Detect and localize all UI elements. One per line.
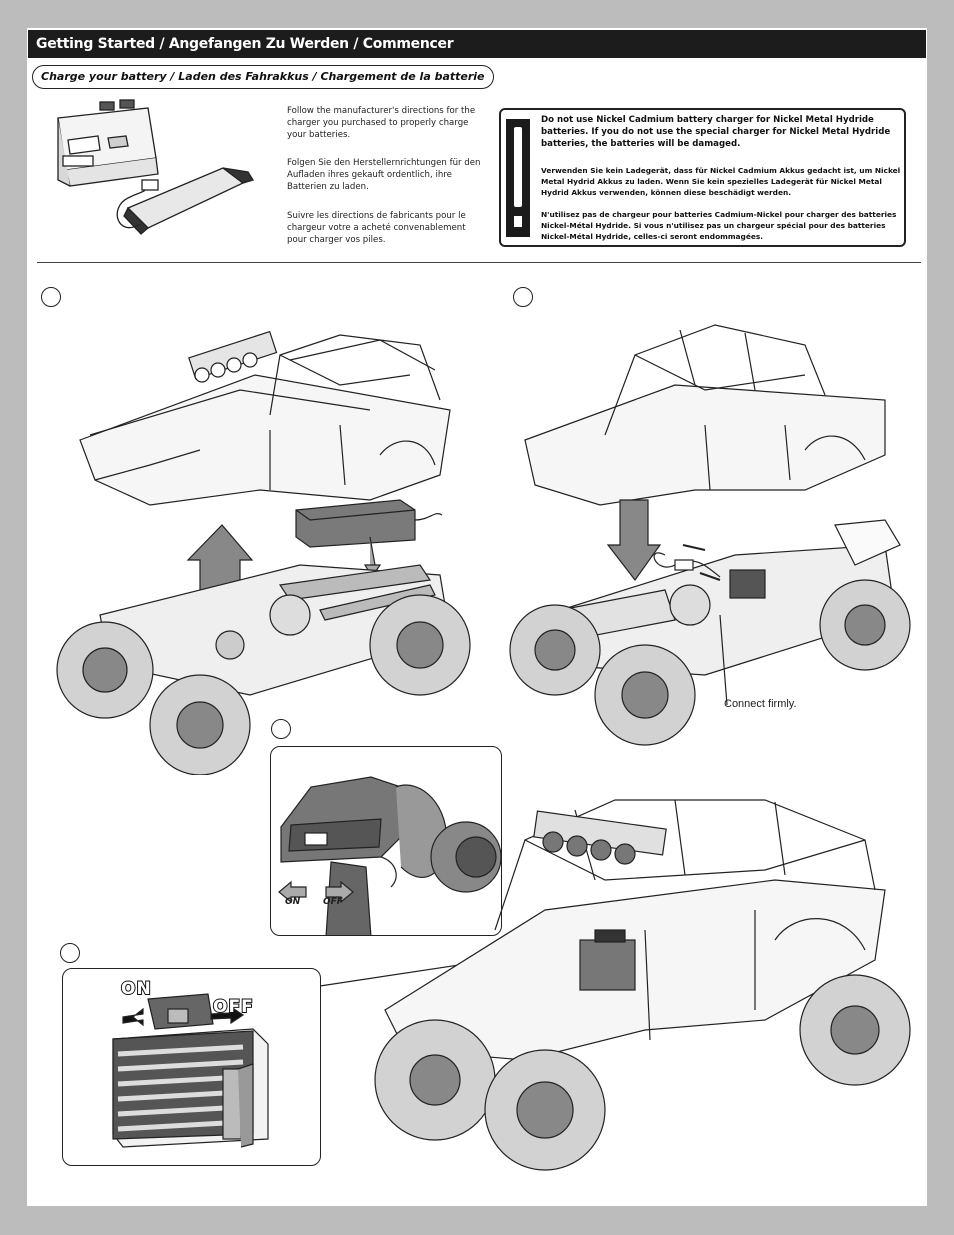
instruction-fr: Suivre les directions de fabricants pour… <box>287 211 466 245</box>
step1-vehicle-illustration <box>56 330 471 775</box>
warning-box <box>499 108 906 247</box>
transmitter-illustration <box>278 776 501 935</box>
esc-switch-detail-box: ON OFF <box>62 968 321 1166</box>
charger-battery-illustration <box>57 99 255 235</box>
esc-off-label: OFF <box>212 996 254 1018</box>
warning-text-en: Do not use Nickel Cadmium battery charge… <box>541 115 891 149</box>
step-marker-3 <box>271 719 291 739</box>
step-marker-4 <box>60 943 80 963</box>
transmitter-detail-box: ON OFF <box>270 746 502 936</box>
warning-text-de: Verwenden Sie kein Ladegerät, dass für N… <box>541 166 901 197</box>
step-marker-1 <box>41 287 61 307</box>
transmitter-on-label: ON <box>285 897 301 907</box>
transmitter-off-label: OFF <box>323 897 343 907</box>
section-divider <box>37 262 921 263</box>
connect-firmly-note: Connect firmly. <box>724 698 797 710</box>
esc-illustration <box>112 993 269 1148</box>
assembled-vehicle-illustration <box>374 799 911 1171</box>
step-marker-2 <box>513 287 533 307</box>
instruction-de: Folgen Sie den Herstellernrichtungen für… <box>287 158 481 192</box>
instruction-en: Follow the manufacturer's directions for… <box>287 106 476 140</box>
esc-on-label: ON <box>120 978 152 1000</box>
section-pill-label: Charge your battery / Laden des Fahrakku… <box>32 65 494 89</box>
exclamation-mark-icon <box>514 127 522 207</box>
page-title: Getting Started / Angefangen Zu Werden /… <box>28 30 926 58</box>
step2-vehicle-illustration <box>509 324 911 746</box>
exclamation-dot-icon <box>514 216 522 227</box>
warning-text-fr: N'utilisez pas de chargeur pour batterie… <box>541 210 897 241</box>
